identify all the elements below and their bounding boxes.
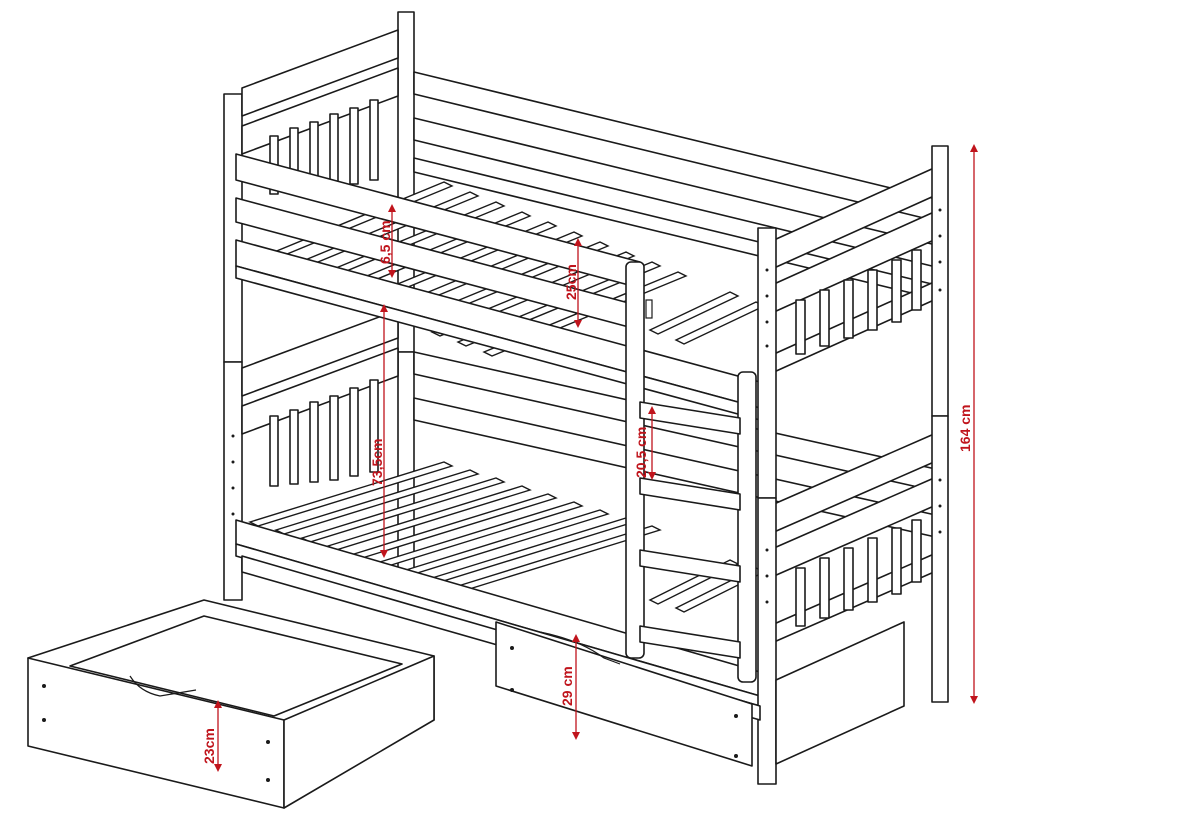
front-left-post-holes: [231, 434, 235, 516]
front-right-post: [757, 227, 777, 785]
right-headboard-lower: [773, 433, 935, 643]
label-drawer-side: 23cm: [201, 728, 217, 764]
dimension-guard-gap: 6,5 cm: [377, 204, 396, 278]
drawer-left: [27, 599, 435, 809]
label-ladder-step: 20,5 cm: [633, 427, 649, 478]
label-bed-height: 73,5cm: [369, 439, 385, 486]
lower-slats: [248, 461, 766, 613]
label-total-height: 164 cm: [957, 405, 973, 452]
label-guard-gap: 6,5 cm: [377, 220, 393, 264]
label-drawer-front: 29 cm: [559, 666, 575, 706]
left-headboard-lower: [241, 309, 399, 487]
dimension-drawer-front: 29 cm: [559, 634, 580, 740]
dimension-bed-height: 73,5cm: [369, 304, 388, 558]
dimension-drawer-side: 23cm: [201, 700, 222, 772]
left-headboard-upper: [241, 29, 399, 195]
right-headboard-upper: [773, 167, 935, 373]
drawer-right: [495, 621, 753, 767]
dimension-ladder-step: 20,5 cm: [633, 406, 656, 480]
dimension-total-height: 164 cm: [957, 144, 978, 704]
dimension-guard-height: 25cm: [563, 238, 582, 328]
ladder: [625, 261, 757, 683]
label-guard-height: 25cm: [563, 264, 579, 300]
back-right-post: [931, 145, 949, 703]
